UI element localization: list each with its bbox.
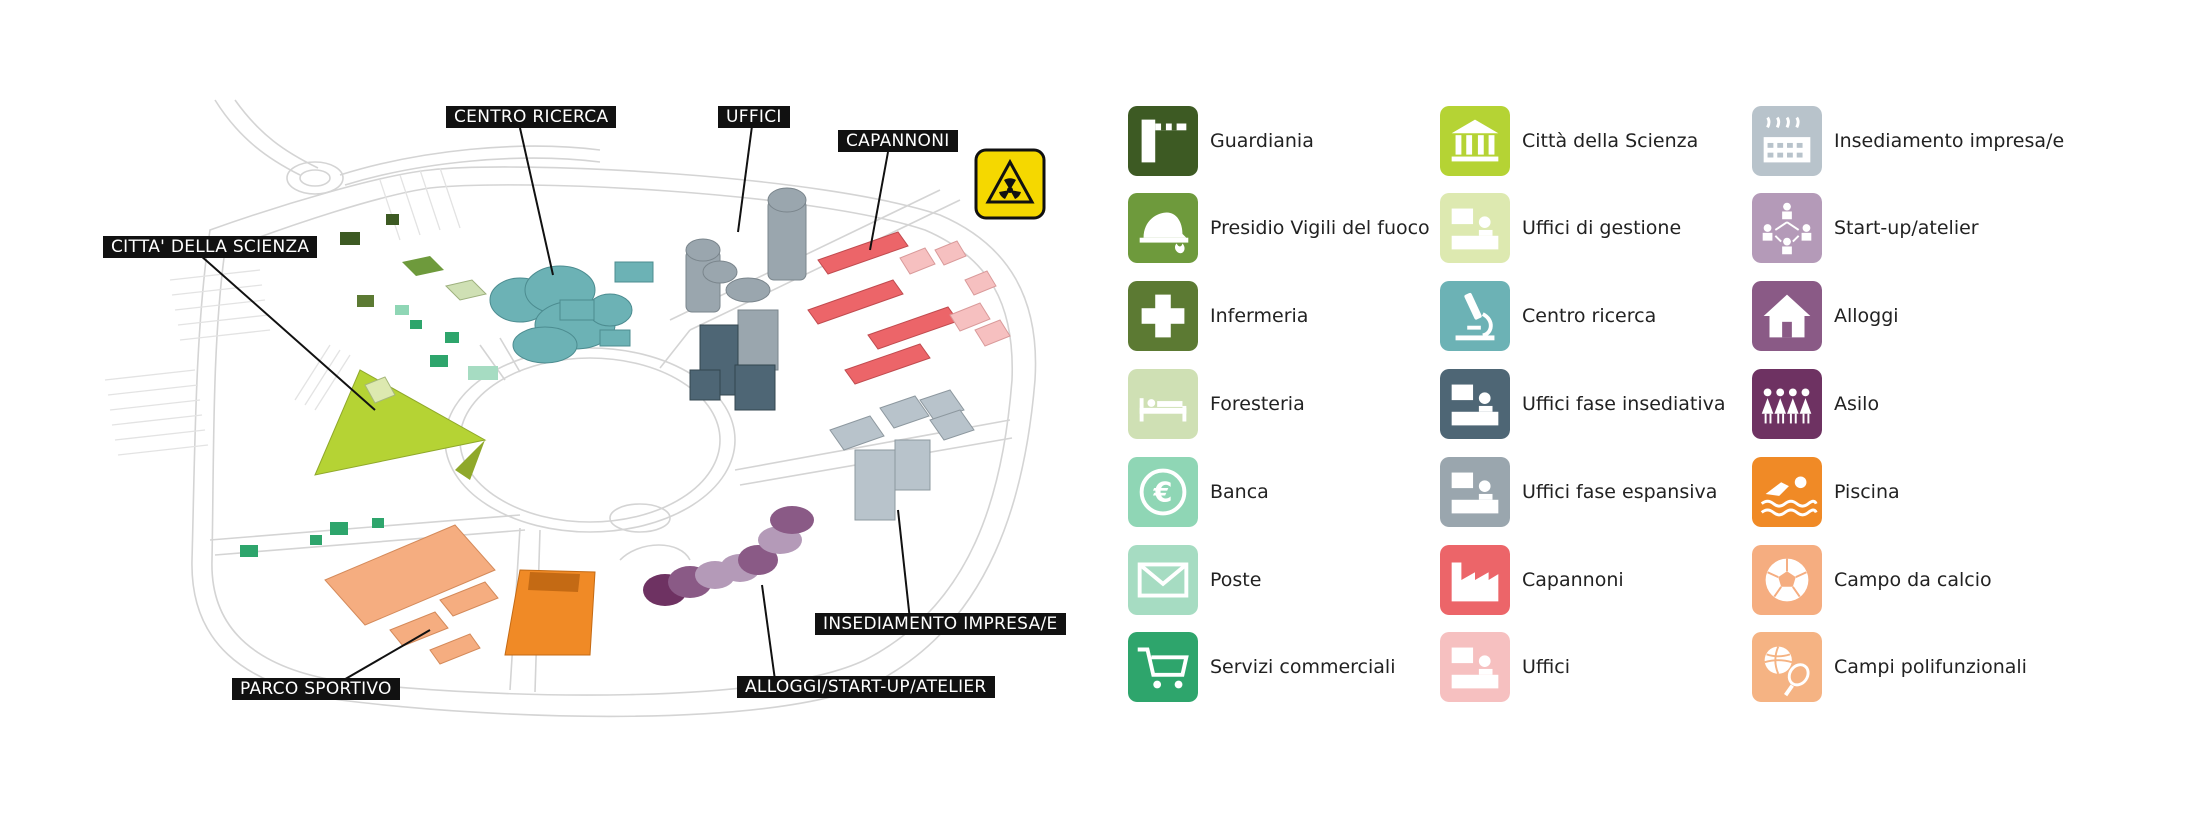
legend-label: Piscina bbox=[1834, 481, 1900, 503]
map-label-centro-ricerca: CENTRO RICERCA bbox=[446, 106, 617, 128]
legend-label: Campi polifunzionali bbox=[1834, 656, 2027, 678]
legend-label: Alloggi bbox=[1834, 305, 1899, 327]
legend-label: Banca bbox=[1210, 481, 1269, 503]
map-label-alloggi: ALLOGGI/START-UP/ATELIER bbox=[737, 676, 995, 698]
parking-stripes bbox=[104, 167, 461, 456]
map-label-citta-scienza: CITTA' DELLA SCIENZA bbox=[103, 236, 318, 258]
euro-icon: € bbox=[1128, 457, 1198, 527]
legend-label: Servizi commerciali bbox=[1210, 656, 1396, 678]
bed-icon bbox=[1128, 369, 1198, 439]
fire-helmet-icon bbox=[1128, 193, 1198, 263]
legend-label: Campo da calcio bbox=[1834, 569, 1992, 591]
uffici-towers bbox=[685, 187, 807, 411]
legend-label: Poste bbox=[1210, 569, 1262, 591]
legend-label: Uffici fase insediativa bbox=[1522, 393, 1726, 415]
factory-icon bbox=[1440, 545, 1510, 615]
svg-text:€: € bbox=[1153, 478, 1173, 509]
ball-racket-icon bbox=[1752, 632, 1822, 702]
office-desk-icon bbox=[1440, 632, 1510, 702]
soccer-ball-icon bbox=[1752, 545, 1822, 615]
legend-label: Asilo bbox=[1834, 393, 1880, 415]
microscope-icon bbox=[1440, 281, 1510, 351]
site-plan: CITTA' DELLA SCIENZA CENTRO RICERCA UFFI… bbox=[0, 0, 1100, 812]
insediamento-impresa-buildings bbox=[829, 389, 975, 521]
citta-della-scienza-building bbox=[314, 369, 487, 480]
office-desk-icon bbox=[1440, 193, 1510, 263]
radiation-hazard-icon bbox=[974, 148, 1046, 220]
legend-label: Presidio Vigili del fuoco bbox=[1210, 217, 1430, 239]
legend-label: Insediamento impresa/e bbox=[1834, 130, 2065, 152]
envelope-icon bbox=[1128, 545, 1198, 615]
leader-lines bbox=[199, 125, 911, 686]
legend-label: Uffici bbox=[1522, 656, 1571, 678]
centro-ricerca-building bbox=[489, 261, 654, 364]
temple-icon bbox=[1440, 106, 1510, 176]
legend-label: Centro ricerca bbox=[1522, 305, 1657, 327]
legend-label: Capannoni bbox=[1522, 569, 1624, 591]
parco-sportivo bbox=[324, 524, 596, 665]
swimmer-icon bbox=[1752, 457, 1822, 527]
map-label-uffici: UFFICI bbox=[718, 106, 790, 128]
network-people-icon bbox=[1752, 193, 1822, 263]
map-label-insediamento: INSEDIAMENTO IMPRESA/E bbox=[815, 613, 1066, 635]
legend-label: Uffici di gestione bbox=[1522, 217, 1682, 239]
medical-cross-icon bbox=[1128, 281, 1198, 351]
map-label-capannoni: CAPANNONI bbox=[838, 130, 958, 152]
alloggi-startup-atelier-buildings bbox=[643, 506, 814, 606]
house-icon bbox=[1752, 281, 1822, 351]
legend-label: Start-up/atelier bbox=[1834, 217, 1979, 239]
legend-label: Uffici fase espansiva bbox=[1522, 481, 1718, 503]
legend-label: Guardiania bbox=[1210, 130, 1314, 152]
map-label-parco-sportivo: PARCO SPORTIVO bbox=[232, 678, 400, 700]
industrial-plant-icon bbox=[1752, 106, 1822, 176]
shopping-cart-icon bbox=[1128, 632, 1198, 702]
office-desk-icon bbox=[1440, 457, 1510, 527]
children-icon bbox=[1752, 369, 1822, 439]
barrier-gate-icon bbox=[1128, 106, 1198, 176]
office-desk-icon bbox=[1440, 369, 1510, 439]
capannoni-buildings bbox=[807, 231, 1011, 385]
green-service-buildings bbox=[240, 214, 498, 557]
legend-label: Infermeria bbox=[1210, 305, 1309, 327]
legend-label: Foresteria bbox=[1210, 393, 1305, 415]
legend-label: Città della Scienza bbox=[1522, 130, 1699, 152]
